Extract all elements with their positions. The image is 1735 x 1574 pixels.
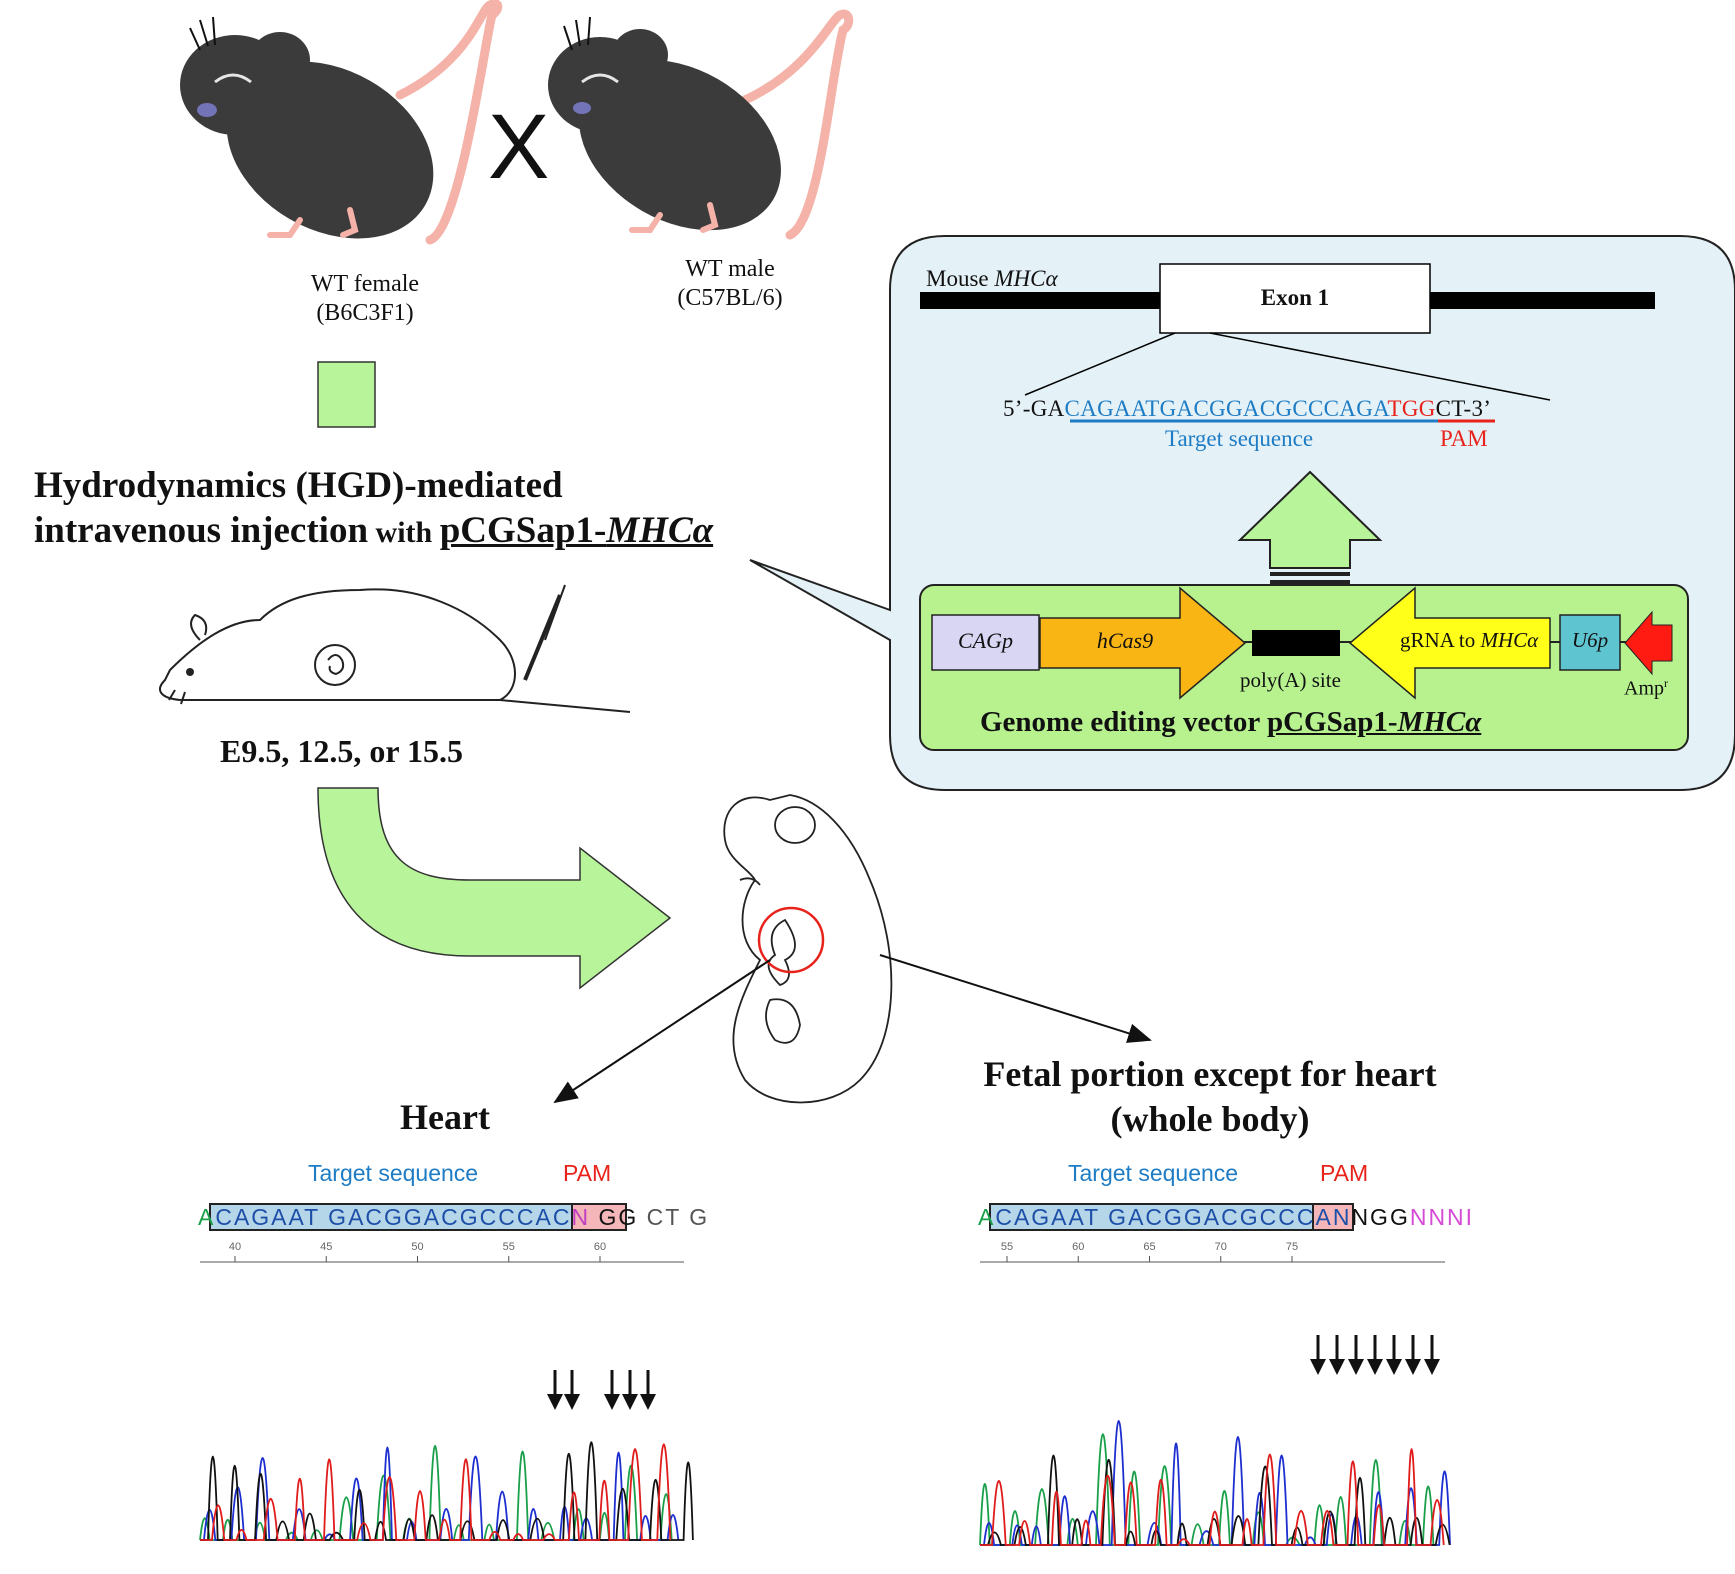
fetal-axis-tick-label: 70 (1215, 1241, 1227, 1253)
heart-axis-tick-label: 50 (411, 1241, 423, 1253)
heart-mutation-arrows (547, 1370, 656, 1410)
amp-arrow (1624, 610, 1673, 676)
heart-target-label: Target sequence (308, 1160, 479, 1186)
heart-title: Heart (400, 1097, 490, 1137)
exon-label: Exon 1 (1260, 285, 1330, 310)
heart-pam-label: PAM (563, 1160, 612, 1186)
cagp-label: CAGp (958, 628, 1013, 653)
fetal-mutation-arrowhead (1329, 1359, 1345, 1375)
fetal-title-line1: Fetal portion except for heart (983, 1054, 1437, 1094)
heart-trace-2 (200, 1441, 694, 1541)
heart-axis-tick-label: 60 (594, 1241, 606, 1253)
heart-trace-0 (199, 1444, 673, 1541)
fetal-mutation-arrowhead (1424, 1359, 1440, 1375)
hcas9-label: hCas9 (1096, 628, 1154, 653)
u6p-box (1559, 614, 1621, 671)
male-mouse-illustration (548, 9, 854, 240)
fetal-mutation-arrowhead (1386, 1359, 1402, 1375)
heart-chromatogram (199, 1441, 694, 1541)
male-label-line1: WT male (685, 256, 775, 282)
u6p-label: U6p (1571, 628, 1609, 652)
heart-trace-1 (200, 1446, 680, 1541)
heart-mutation-arrowhead (604, 1394, 620, 1410)
hcas9-arrow (1039, 586, 1247, 700)
heart-trace-3 (200, 1443, 672, 1541)
fetal-target-label: Target sequence (1068, 1160, 1239, 1186)
fetal-mutation-arrowhead (1405, 1359, 1421, 1375)
curved-green-arrow (317, 787, 672, 990)
fetal-axis-tick-label: 75 (1286, 1241, 1298, 1253)
callout-pam-label: PAM (1440, 426, 1488, 451)
embryo-illustration (723, 794, 893, 1104)
grna-label: gRNA to MHCα (1400, 628, 1539, 652)
fetal-pam-label: PAM (1320, 1160, 1369, 1186)
heart-mutation-arrowhead (622, 1394, 638, 1410)
injection-mouse-illustration (159, 584, 631, 713)
embryonic-stages: E9.5, 12.5, or 15.5 (220, 733, 463, 769)
green-connector-block (317, 361, 376, 428)
male-label-line2: (C57BL/6) (677, 284, 783, 311)
fetal-axis-ticks: 55 60 65 70 75 (1001, 1241, 1298, 1262)
callout-target-label: Target sequence (1165, 426, 1314, 451)
fetal-mutation-arrows (1310, 1335, 1440, 1375)
female-mouse-illustration (180, 0, 503, 245)
fetal-chromatogram (979, 1420, 1451, 1546)
heart-axis-tick-label: 55 (503, 1241, 515, 1253)
fetal-mutation-arrowhead (1348, 1359, 1364, 1375)
gene-name-label: Mouse MHCα (923, 266, 1061, 292)
exon1-box (1159, 263, 1431, 334)
heart-mutation-arrowhead (547, 1394, 563, 1410)
fetal-axis-tick-label: 60 (1072, 1241, 1084, 1253)
fetal-axis-tick-label: 55 (1001, 1241, 1013, 1253)
fetal-axis-tick-label: 65 (1143, 1241, 1155, 1253)
fetal-title-line2: (whole body) (1110, 1099, 1310, 1139)
fetal-trace-3 (980, 1448, 1445, 1546)
polya-block (1252, 630, 1340, 656)
female-label-line1: WT female (310, 271, 420, 297)
vector-title: Genome editing vector pCGSap1-MHCα (980, 706, 1482, 738)
up-arrow (1237, 470, 1383, 584)
fetal-mutation-arrowhead (1367, 1359, 1383, 1375)
fetal-title: Fetal portion except for heart (whole bo… (940, 1052, 1480, 1142)
target-dna-sequence: 5’-GACAGAATGACGGACGCCCAGATGGCT-3’ (1003, 396, 1492, 421)
heart-mutation-arrowhead (640, 1394, 656, 1410)
heart-mutation-arrowhead (564, 1394, 580, 1410)
heart-axis-tick-label: 40 (229, 1241, 241, 1253)
fetal-sequence-read: ACAGAAT GACGGACGCCCANNGGNNNI (978, 1204, 1475, 1230)
cross-symbol: X (488, 96, 550, 198)
heart-axis-ticks: 40 45 50 55 60 (229, 1241, 606, 1262)
injection-title: Hydrodynamics (HGD)-mediated intravenous… (34, 463, 713, 553)
heart-axis-tick-label: 45 (320, 1241, 332, 1253)
male-label: WT male (C57BL/6) (640, 255, 820, 313)
amp-label: Ampr (1624, 676, 1668, 700)
cagp-box (931, 614, 1040, 671)
fetal-trace-1 (980, 1420, 1451, 1546)
fetal-mutation-arrowhead (1310, 1359, 1326, 1375)
grna-arrow (1348, 586, 1551, 700)
female-label: WT female (B6C3F1) (275, 270, 455, 328)
fetal-trace-0 (979, 1433, 1435, 1546)
polya-label: poly(A) site (1240, 668, 1341, 692)
injection-line1: Hydrodynamics (HGD)-mediated (34, 465, 563, 506)
female-label-line2: (B6C3F1) (316, 299, 414, 326)
injection-line2: intravenous injection with pCGSap1-MHCα (34, 510, 714, 552)
heart-sequence-read: ACAGAAT GACGGACGCCCACN GG CT G (198, 1204, 710, 1230)
